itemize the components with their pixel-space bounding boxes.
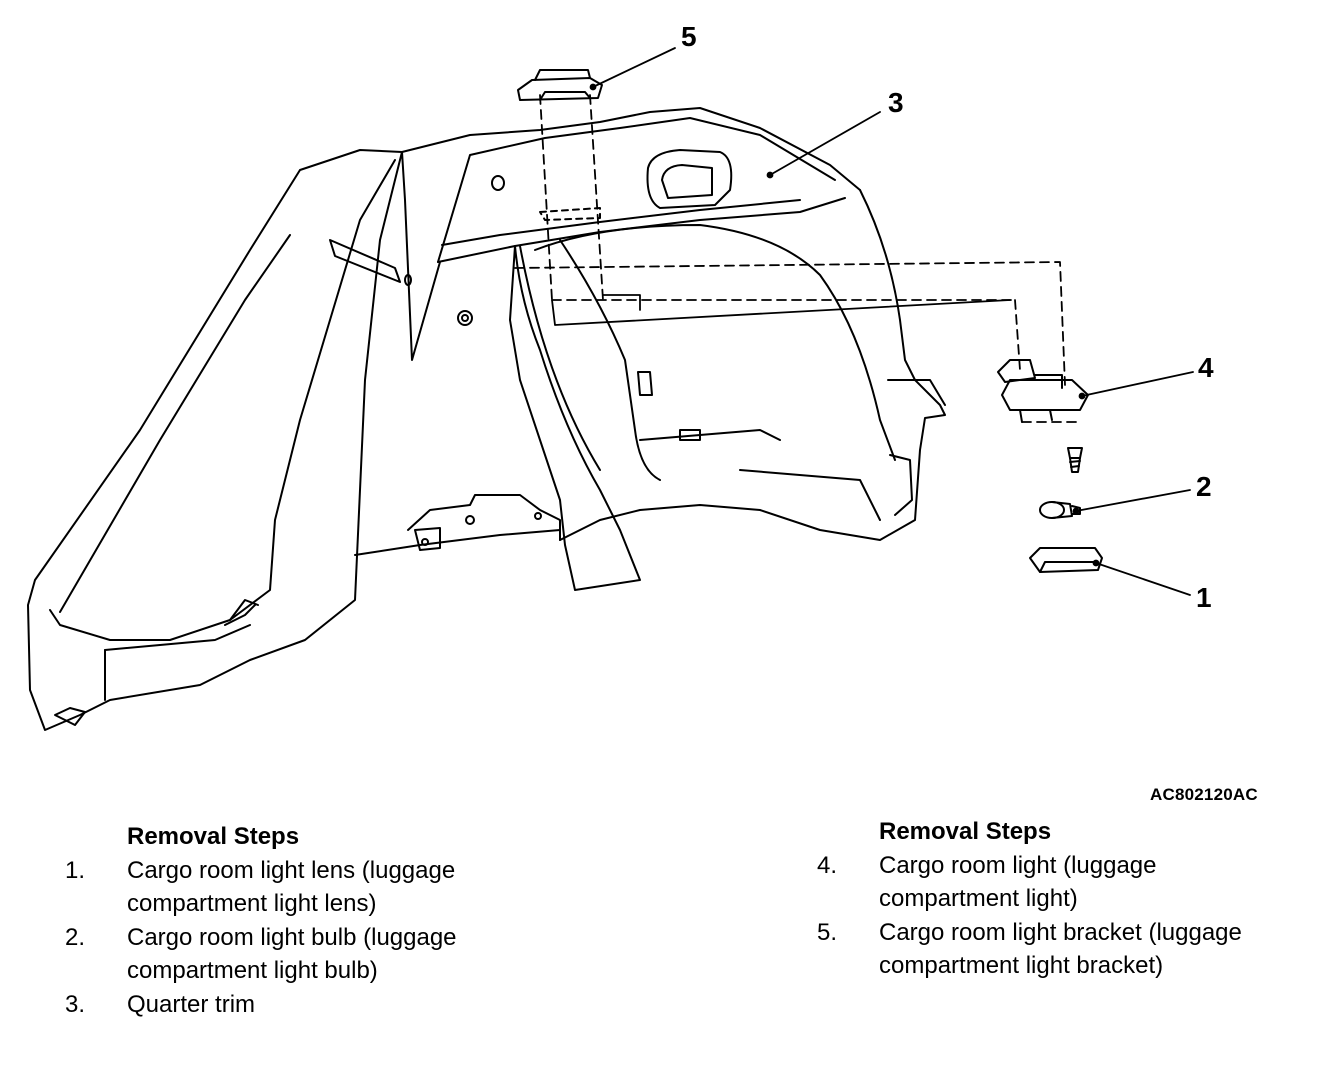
steps-heading: Removal Steps xyxy=(127,823,300,850)
step-line: compartment light bulb) xyxy=(127,957,378,984)
figure-code: AC802120AC xyxy=(1150,785,1258,804)
step-text: Quarter trim xyxy=(127,988,535,1022)
step-item: 4. Cargo room light (luggage compartment… xyxy=(817,849,1317,916)
callout-2: 2 xyxy=(1196,471,1212,502)
step-text: Cargo room light bulb (luggage compartme… xyxy=(127,921,535,988)
solid-connect-lines xyxy=(551,294,1011,326)
step-item: 5. Cargo room light bracket (luggage com… xyxy=(817,916,1317,983)
light-lens-drawing xyxy=(1029,547,1103,573)
step-line: Cargo room light (luggage xyxy=(879,851,1157,879)
callout-4: 4 xyxy=(1198,352,1214,383)
step-line: Quarter trim xyxy=(127,990,256,1018)
removal-steps-right: Removal Steps 4. Cargo room light (lugga… xyxy=(817,815,1317,983)
step-text: Cargo room light lens (luggage compartme… xyxy=(127,854,535,921)
cargo-room-light-drawing xyxy=(997,359,1089,423)
quarter-trim-drawing xyxy=(27,107,946,731)
step-item: 2. Cargo room light bulb (luggage compar… xyxy=(65,921,535,988)
step-number: 1. xyxy=(65,856,86,884)
step-line: Cargo room light bulb (luggage xyxy=(127,923,457,951)
step-line: compartment light lens) xyxy=(127,890,377,917)
step-number: 2. xyxy=(65,923,86,951)
steps-heading: Removal Steps xyxy=(879,818,1052,845)
callout-5: 5 xyxy=(681,21,697,52)
step-text: Cargo room light (luggage compartment li… xyxy=(879,849,1317,916)
step-item: 3. Quarter trim xyxy=(65,988,535,1022)
callout-1: 1 xyxy=(1196,582,1212,613)
step-item: 1. Cargo room light lens (luggage compar… xyxy=(65,854,535,921)
alignment-lines xyxy=(514,94,1081,423)
step-number: 4. xyxy=(817,851,838,879)
callout-3: 3 xyxy=(888,87,904,118)
leader-lines xyxy=(589,47,1194,596)
light-bracket-drawing xyxy=(517,69,603,101)
removal-steps-left: Removal Steps 1. Cargo room light lens (… xyxy=(65,820,535,1021)
quarter-trim-exploded-diagram: 5 3 4 2 1 xyxy=(27,21,1214,731)
step-line: compartment light bracket) xyxy=(879,952,1164,979)
step-number: 5. xyxy=(817,918,838,946)
step-line: compartment light) xyxy=(879,885,1078,912)
step-line: Cargo room light lens (luggage xyxy=(127,856,456,884)
screw-drawing xyxy=(1067,447,1083,473)
step-text: Cargo room light bracket (luggage compar… xyxy=(879,916,1317,983)
step-line: Cargo room light bracket (luggage xyxy=(879,918,1242,946)
step-number: 3. xyxy=(65,990,86,1018)
